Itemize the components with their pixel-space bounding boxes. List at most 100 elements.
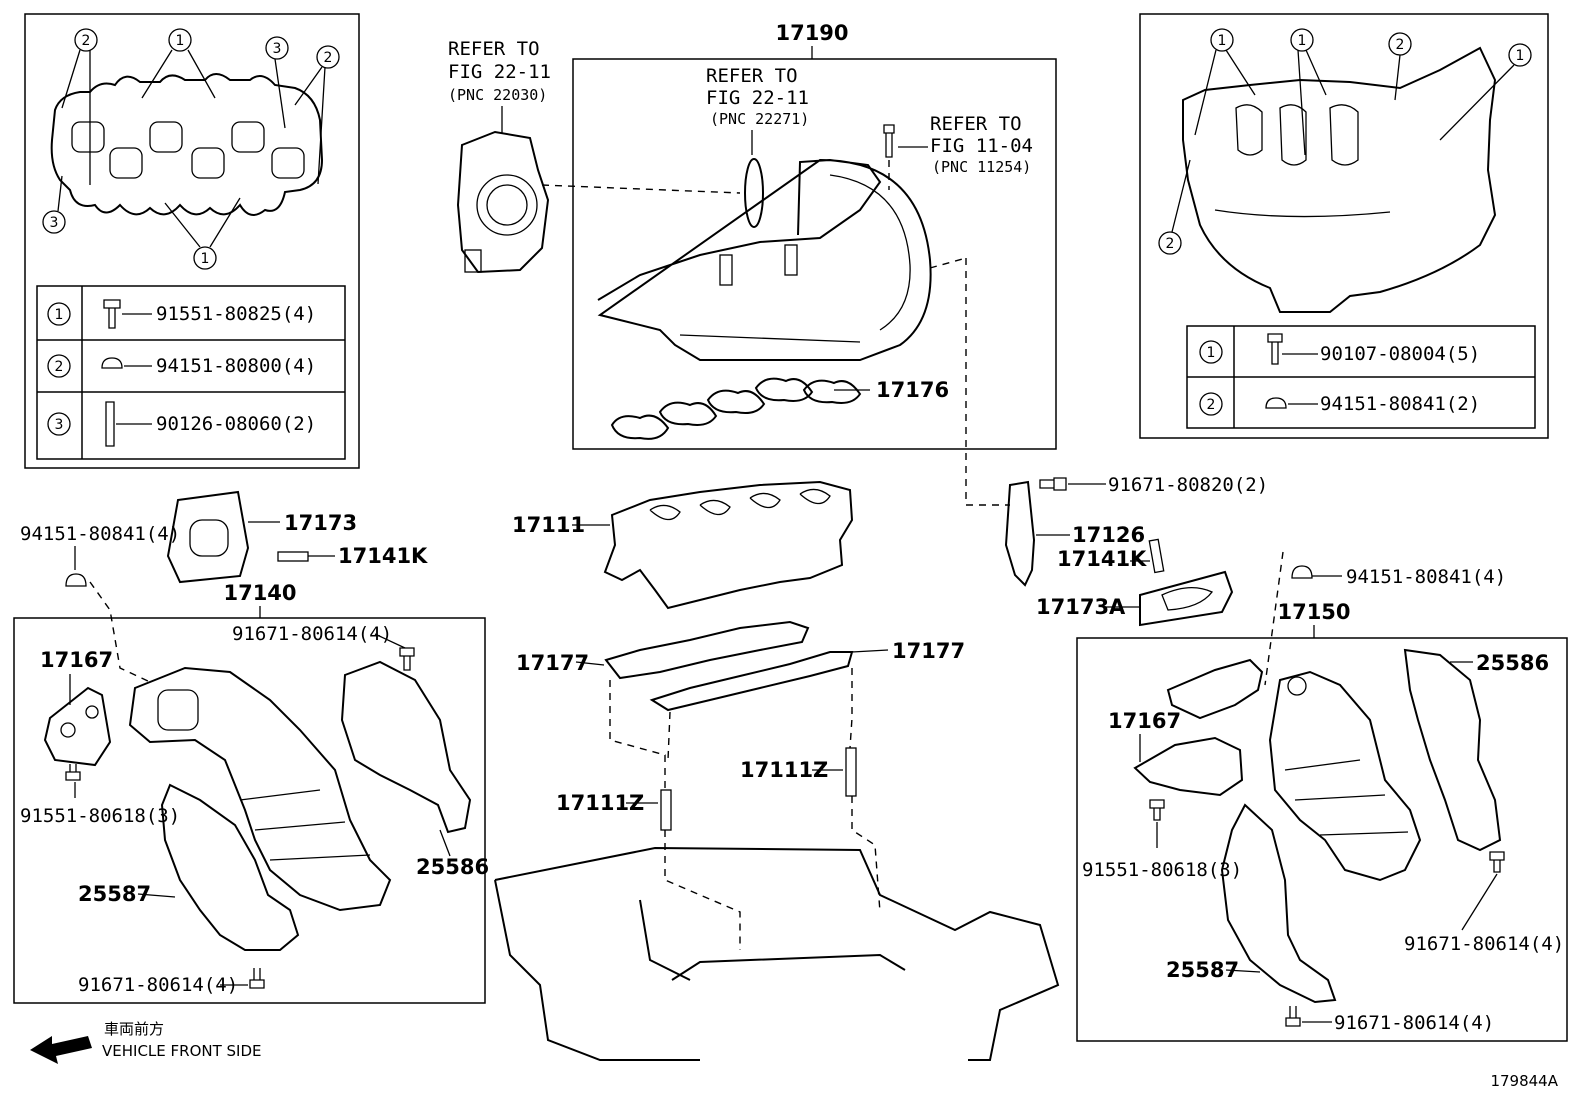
table-row-circle bbox=[47, 412, 71, 436]
heat-insulator-25587-left bbox=[160, 783, 300, 951]
label-17177-a: 17177 bbox=[516, 651, 589, 675]
manifold-boss bbox=[784, 244, 798, 276]
bolt-icon bbox=[65, 764, 81, 781]
inset-left-port bbox=[149, 121, 183, 153]
callout-leaders bbox=[1171, 49, 1515, 233]
label-17140: 17140 bbox=[223, 581, 296, 605]
label-94151-left: 94151-80841(4) bbox=[20, 523, 180, 545]
manifold-port bbox=[157, 689, 199, 731]
heat-insulator-25586-right bbox=[1403, 648, 1502, 852]
bolt-icon bbox=[1149, 799, 1165, 821]
label-91551-right: 91551-80618(3) bbox=[1082, 859, 1242, 881]
table-row-number: 2 bbox=[1207, 397, 1216, 413]
callout-number: 1 bbox=[1298, 33, 1307, 49]
gasket-port bbox=[1161, 587, 1214, 611]
nut-icon bbox=[65, 573, 87, 587]
bolt-icon bbox=[249, 968, 265, 989]
label-17173: 17173 bbox=[284, 511, 357, 535]
label-17111z-a: 17111Z bbox=[556, 791, 644, 815]
label-17141k-right: 17141K bbox=[1057, 547, 1147, 571]
label-leader bbox=[575, 661, 605, 666]
refer-bolt-line1: REFER TO bbox=[930, 113, 1022, 135]
heat-insulator-upper-right bbox=[1166, 658, 1264, 720]
table-part-number: 94151-80800(4) bbox=[156, 355, 316, 377]
vehicle-front-indicator: 車両前方 VEHICLE FRONT SIDE bbox=[30, 1020, 262, 1064]
inset-left-port bbox=[71, 121, 105, 153]
callout-number: 3 bbox=[273, 41, 282, 57]
refer-oring-pnc: (PNC 22271) bbox=[710, 110, 809, 128]
exhaust-manifold-right bbox=[1268, 670, 1422, 882]
refer-throttle-pnc: (PNC 22030) bbox=[448, 86, 547, 104]
gasket-17173a bbox=[1139, 570, 1234, 627]
table-row-circle bbox=[47, 354, 71, 378]
callout-number: 1 bbox=[1218, 33, 1227, 49]
throttle-connector bbox=[464, 249, 482, 273]
label-25587-left: 25587 bbox=[78, 882, 151, 906]
label-91671-left-2: 91671-80614(4) bbox=[78, 974, 238, 996]
stud-17111z-b bbox=[845, 747, 857, 797]
box-17190: 17190 REFER TO FIG 22-11 (PNC 22271) REF… bbox=[572, 21, 1057, 506]
bolt-icon bbox=[1267, 333, 1283, 365]
label-17126: 17126 bbox=[1072, 523, 1145, 547]
manifold-contour bbox=[239, 789, 371, 861]
box-17140: 17140 91671-80614(4) 17167 91551-80618(3… bbox=[13, 581, 489, 1004]
callout-number: 2 bbox=[324, 50, 333, 66]
bolt-icon bbox=[103, 299, 121, 329]
refer-throttle-line1: REFER TO bbox=[448, 38, 540, 60]
spacer-ports bbox=[649, 488, 831, 521]
label-leader bbox=[439, 829, 451, 857]
center-group: 17111 17177 17177 17111Z 17111Z bbox=[494, 480, 1060, 1061]
heat-insulator-25586-left bbox=[340, 660, 472, 834]
table-part-number: 90126-08060(2) bbox=[156, 413, 316, 435]
refer-throttle-line2: FIG 22-11 bbox=[448, 61, 551, 83]
bracket-hole bbox=[60, 722, 76, 738]
refer-oring-line1: REFER TO bbox=[706, 65, 798, 87]
callout-number: 2 bbox=[1396, 37, 1405, 53]
table-row-circle bbox=[47, 302, 71, 326]
label-17111z-b: 17111Z bbox=[740, 758, 828, 782]
left-table bbox=[36, 285, 346, 460]
engine-block bbox=[494, 846, 1060, 1061]
bolt-icon bbox=[1489, 851, 1505, 873]
inset-left-port bbox=[231, 121, 265, 153]
heat-insulator-25587-right bbox=[1220, 803, 1337, 1004]
o-ring bbox=[744, 158, 764, 228]
throttle-body-group: REFER TO FIG 22-11 (PNC 22030) bbox=[448, 38, 741, 274]
callout-number: 1 bbox=[176, 33, 185, 49]
label-17177-b: 17177 bbox=[892, 639, 965, 663]
callout-number: 1 bbox=[1516, 48, 1525, 64]
dashed-leader bbox=[849, 668, 881, 913]
table-part-number: 91551-80825(4) bbox=[156, 303, 316, 325]
manifold-contour bbox=[1284, 759, 1409, 836]
table-row-number: 3 bbox=[55, 417, 64, 433]
manifold-port bbox=[1287, 676, 1307, 696]
callout-leaders bbox=[57, 49, 326, 248]
label-94151-right: 94151-80841(4) bbox=[1346, 566, 1506, 588]
inset-left-gasket bbox=[50, 73, 324, 216]
bolt-icon bbox=[1039, 477, 1067, 491]
callout-circle bbox=[1158, 231, 1182, 255]
inset-left-port bbox=[109, 147, 143, 179]
throttle-body bbox=[456, 130, 550, 274]
inset-left-frame bbox=[24, 13, 360, 469]
callout-circle bbox=[265, 36, 289, 60]
arrow-left-icon bbox=[30, 1036, 92, 1064]
dashed-leader bbox=[667, 711, 671, 761]
stud-icon bbox=[105, 401, 115, 447]
callout-circle bbox=[1508, 43, 1532, 67]
table-row-number: 1 bbox=[1207, 345, 1216, 361]
label-91671-right-2: 91671-80614(4) bbox=[1334, 1012, 1494, 1034]
intake-manifold bbox=[597, 158, 932, 361]
box-17190-frame bbox=[572, 58, 1057, 450]
label-17150: 17150 bbox=[1277, 600, 1350, 624]
callout-circle bbox=[193, 246, 217, 270]
nut-icon bbox=[1265, 397, 1287, 409]
label-17190: 17190 bbox=[775, 21, 848, 45]
manifold-ports bbox=[1214, 104, 1391, 218]
spacer-17111 bbox=[603, 480, 854, 610]
vehicle-front-en: VEHICLE FRONT SIDE bbox=[102, 1042, 262, 1060]
callout-circle bbox=[316, 45, 340, 69]
throttle-bore bbox=[476, 174, 538, 236]
label-17111: 17111 bbox=[512, 513, 585, 537]
label-25586-left: 25586 bbox=[416, 855, 489, 879]
